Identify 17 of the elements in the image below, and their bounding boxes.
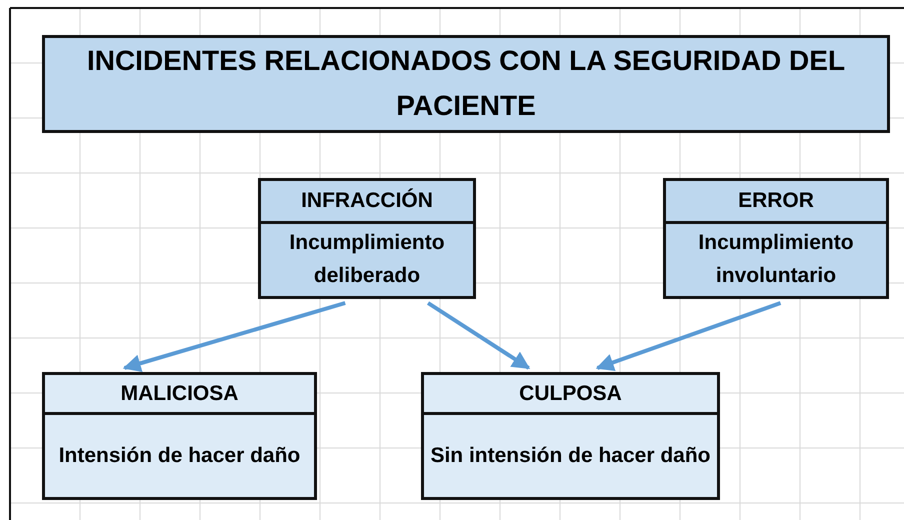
arrow — [122, 301, 346, 372]
concept-box — [663, 178, 889, 299]
box-heading: ERROR — [666, 181, 886, 224]
title-text: INCIDENTES RELACIONADOS CON LA SEGURIDAD DEL PACIENTE — [86, 44, 846, 123]
concept-box — [42, 372, 317, 500]
box-text: Incumplimiento deliberado — [288, 230, 446, 289]
box-text: Sin intensión de hacer daño — [429, 442, 712, 469]
concept-box — [258, 178, 476, 299]
box-text: Intensión de hacer daño — [58, 442, 302, 469]
title-banner — [42, 35, 890, 133]
box-heading: MALICIOSA — [45, 375, 314, 415]
arrow — [426, 301, 530, 370]
box-text: Incumplimiento involuntario — [697, 230, 855, 289]
concept-box — [421, 372, 720, 500]
box-heading: INFRACCIÓN — [261, 181, 473, 224]
box-heading: CULPOSA — [424, 375, 717, 415]
arrow — [596, 301, 782, 372]
